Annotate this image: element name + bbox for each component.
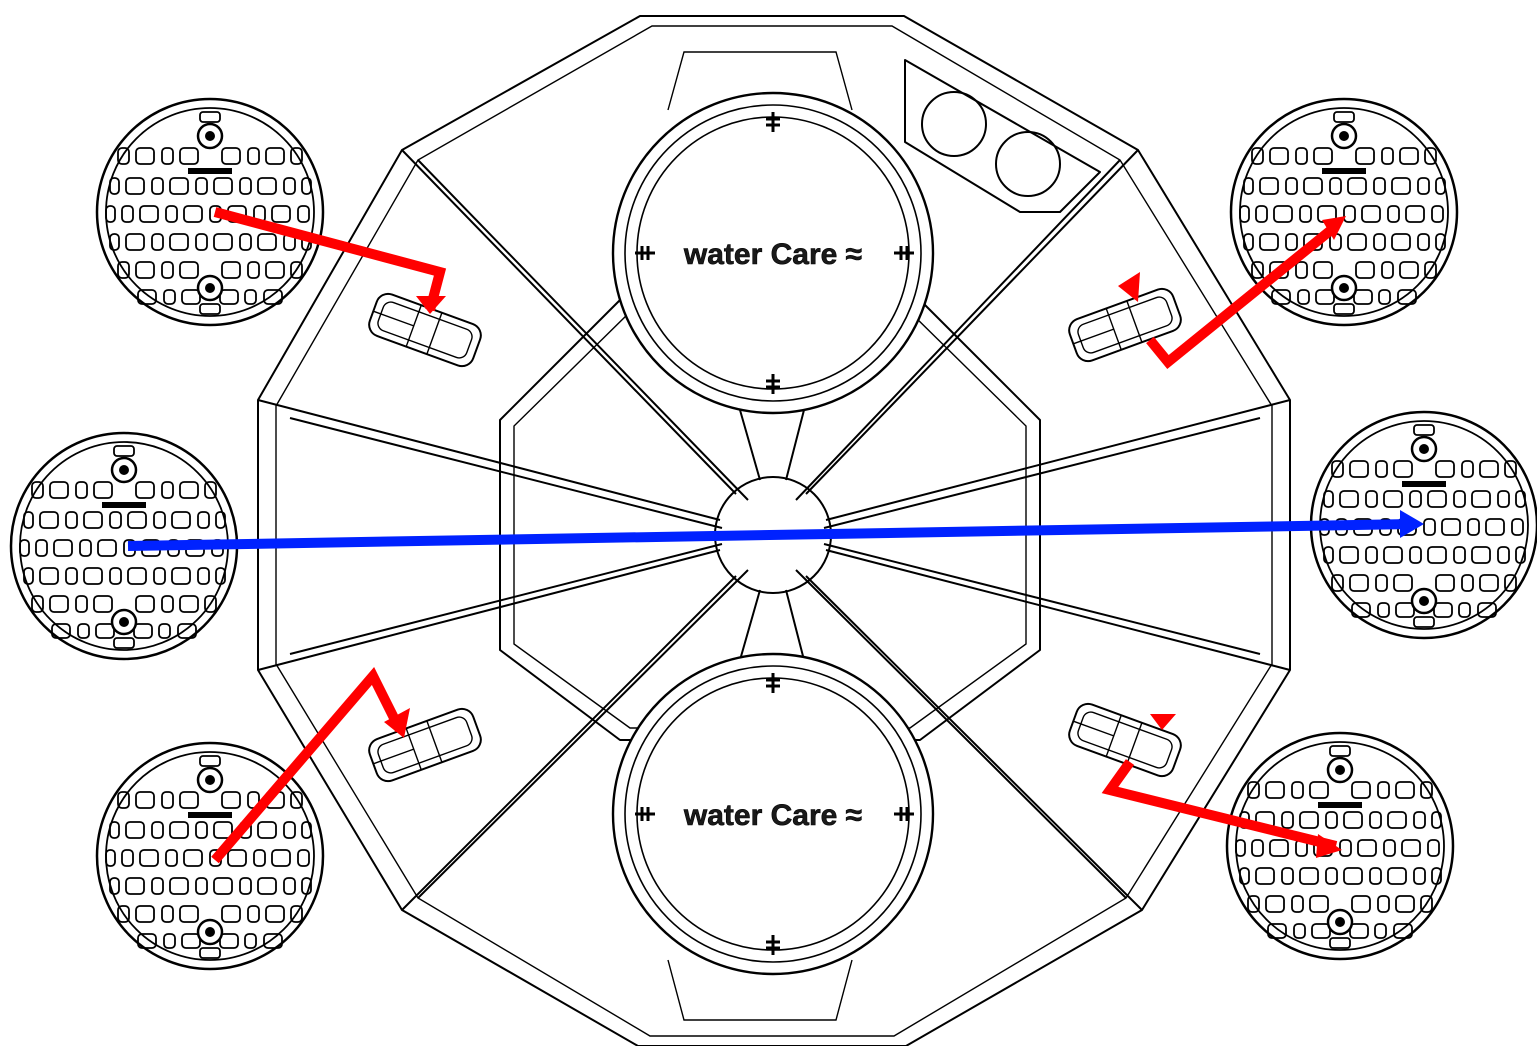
arrowhead-top-left-baffle <box>416 296 446 314</box>
flow-arrow-red-bottomright-out <box>1101 759 1338 851</box>
manhole-cover-top-right <box>1229 97 1459 327</box>
arrowhead-top-right-baffle <box>1118 272 1140 302</box>
lid-bottom: water Care ≈ <box>611 652 935 1021</box>
baffle-bottom-left <box>364 704 486 786</box>
lid-top: water Care ≈ <box>611 51 935 415</box>
tank-body: water Care ≈ water Care ≈ <box>257 15 1291 1046</box>
arrowhead-bottom-right-baffle <box>1150 714 1176 730</box>
inner-ring-inner <box>513 311 1027 729</box>
flow-arrows <box>127 207 1415 864</box>
arrowhead-bottom-right-cover <box>1316 834 1342 858</box>
radial-ribs <box>257 149 1291 911</box>
manhole-cover-bottom-right <box>1225 731 1455 961</box>
flow-arrow-blue-horizontal <box>127 519 1415 551</box>
lid-top-label: water Care ≈ <box>683 238 862 271</box>
inlet-ports <box>904 59 1101 213</box>
inner-ring <box>499 299 1041 741</box>
lid-bottom-label: water Care ≈ <box>683 799 862 832</box>
arrowhead-bottom-left-baffle <box>384 708 410 738</box>
manhole-cover-top-left <box>95 97 325 327</box>
flow-arrow-red-topright-out <box>1146 222 1340 370</box>
flow-arrow-red-bottomleft-to-topright <box>211 667 405 864</box>
arrowhead-top-right-cover <box>1322 216 1346 240</box>
arrow-heads <box>384 216 1424 858</box>
arrowhead-blue <box>1400 510 1424 538</box>
